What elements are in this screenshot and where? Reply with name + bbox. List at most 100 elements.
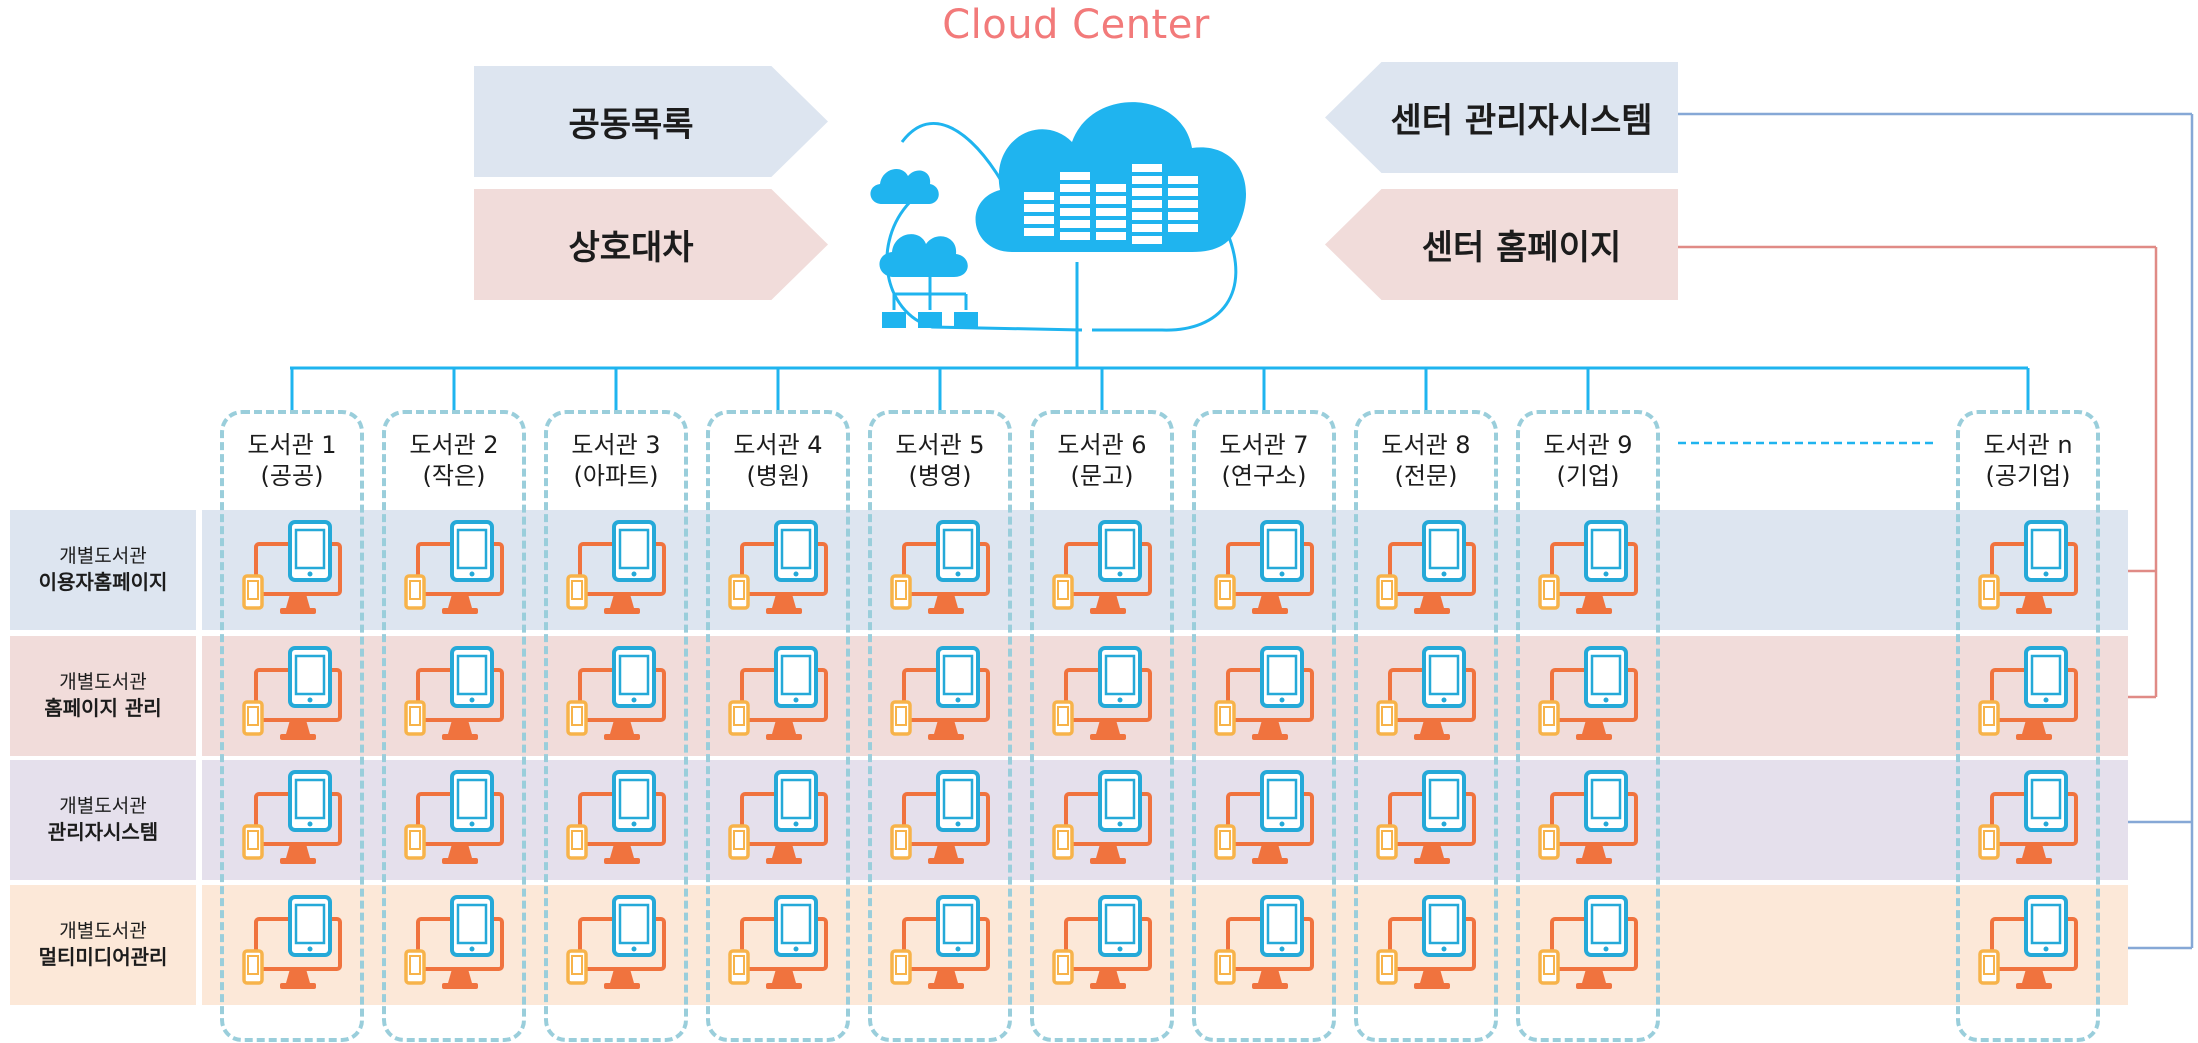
multi-device-icon — [1376, 768, 1488, 868]
row-label-line2: 멀티미디어관리 — [38, 945, 168, 970]
library-type: (연구소) — [1221, 462, 1307, 491]
multi-device-icon — [1538, 893, 1650, 993]
library-column-frame — [1030, 410, 1174, 1042]
multi-device-icon — [404, 644, 516, 744]
service-center-homepage: 센터 홈페이지 — [1325, 189, 1678, 300]
multi-device-icon — [890, 518, 1002, 618]
library-column-frame — [1956, 410, 2100, 1042]
multi-device-icon — [890, 893, 1002, 993]
diagram-title: Cloud Center — [942, 2, 1210, 48]
multi-device-icon — [404, 518, 516, 618]
multi-device-icon — [1978, 644, 2090, 744]
library-name: 도서관 9 — [1543, 431, 1633, 459]
multi-device-icon — [728, 768, 840, 868]
row-label-line2: 홈페이지 관리 — [44, 696, 162, 721]
row-label-line1: 개별도서관 — [59, 794, 147, 817]
library-type: (아파트) — [573, 462, 659, 491]
library-column-frame — [544, 410, 688, 1042]
multi-device-icon — [1978, 518, 2090, 618]
library-name: 도서관 7 — [1219, 431, 1309, 459]
multi-device-icon — [1538, 768, 1650, 868]
multi-device-icon — [242, 518, 354, 618]
library-type: (기업) — [1556, 462, 1620, 491]
multi-device-icon — [1214, 518, 1326, 618]
library-header: 도서관 4 (병원) — [703, 430, 853, 492]
multi-device-icon — [728, 893, 840, 993]
multi-device-icon — [1376, 518, 1488, 618]
multi-device-icon — [566, 518, 678, 618]
multi-device-icon — [1214, 893, 1326, 993]
library-name: 도서관 4 — [733, 431, 823, 459]
row-label-line1: 개별도서관 — [59, 670, 147, 693]
library-header: 도서관 n (공기업) — [1953, 430, 2103, 492]
multi-device-icon — [566, 768, 678, 868]
row-separator — [196, 760, 202, 880]
library-type: (병영) — [908, 462, 972, 491]
multi-device-icon — [1538, 518, 1650, 618]
multi-device-icon — [1214, 768, 1326, 868]
library-type: (전문) — [1394, 462, 1458, 491]
library-column-frame — [868, 410, 1012, 1042]
library-column-frame — [1516, 410, 1660, 1042]
multi-device-icon — [890, 644, 1002, 744]
library-name: 도서관 2 — [409, 431, 499, 459]
multi-device-icon — [1052, 644, 1164, 744]
multi-device-icon — [1376, 644, 1488, 744]
multi-device-icon — [1538, 644, 1650, 744]
library-header: 도서관 7 (연구소) — [1189, 430, 1339, 492]
library-column-frame — [706, 410, 850, 1042]
row-separator — [196, 636, 202, 756]
multi-device-icon — [1978, 768, 2090, 868]
multi-device-icon — [242, 768, 354, 868]
library-header: 도서관 8 (전문) — [1351, 430, 1501, 492]
library-column-frame — [382, 410, 526, 1042]
row-label-line1: 개별도서관 — [59, 919, 147, 942]
multi-device-icon — [1052, 518, 1164, 618]
library-name: 도서관 n — [1983, 431, 2073, 459]
row-label-line1: 개별도서관 — [59, 544, 147, 567]
library-name: 도서관 5 — [895, 431, 985, 459]
library-type: (문고) — [1070, 462, 1134, 491]
library-header: 도서관 2(작은) — [379, 430, 529, 492]
library-type: (공공) — [260, 462, 324, 491]
multi-device-icon — [1978, 893, 2090, 993]
multi-device-icon — [1214, 644, 1326, 744]
multi-device-icon — [566, 644, 678, 744]
library-column-frame — [1354, 410, 1498, 1042]
library-name: 도서관 8 — [1381, 431, 1471, 459]
library-name: 도서관 6 — [1057, 431, 1147, 459]
library-header: 도서관 6 (문고) — [1027, 430, 1177, 492]
row-separator — [196, 885, 202, 1005]
service-shared-catalog: 공동목록 — [474, 66, 828, 177]
library-type: (공기업) — [1985, 462, 2071, 491]
multi-device-icon — [566, 893, 678, 993]
row-label-line2: 이용자홈페이지 — [38, 570, 168, 595]
multi-device-icon — [242, 644, 354, 744]
multi-device-icon — [404, 768, 516, 868]
library-column-frame — [1192, 410, 1336, 1042]
service-center-admin-system: 센터 관리자시스템 — [1325, 62, 1678, 173]
library-name: 도서관 3 — [571, 431, 661, 459]
cloud-server-icon — [870, 102, 1247, 332]
multi-device-icon — [728, 518, 840, 618]
library-header: 도서관 1 (공공) — [217, 430, 367, 492]
library-column-frame — [220, 410, 364, 1042]
service-interlibrary-loan: 상호대차 — [474, 189, 828, 300]
library-header: 도서관 9 (기업) — [1513, 430, 1663, 492]
row-separator — [196, 510, 202, 630]
multi-device-icon — [1052, 893, 1164, 993]
library-type: (병원) — [746, 462, 810, 491]
multi-device-icon — [1052, 768, 1164, 868]
library-name: 도서관 1 — [247, 431, 337, 459]
multi-device-icon — [890, 768, 1002, 868]
library-header: 도서관 5 (병영) — [865, 430, 1015, 492]
multi-device-icon — [242, 893, 354, 993]
row-label-line2: 관리자시스템 — [47, 820, 159, 845]
library-header: 도서관 3 (아파트) — [541, 430, 691, 492]
